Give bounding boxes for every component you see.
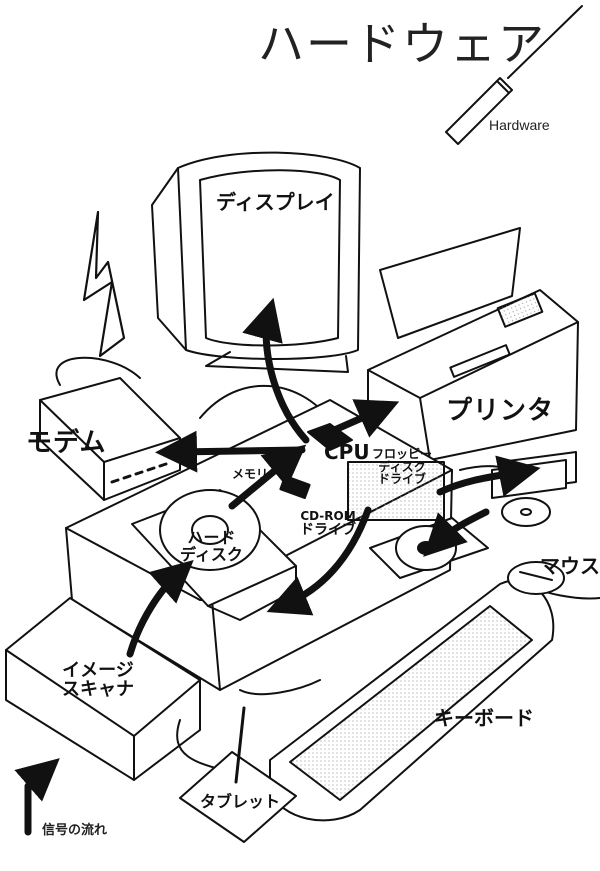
scanner-label-line2: スキャナ <box>62 678 134 700</box>
page-title: ハードウェア <box>258 17 546 71</box>
scanner-label: イメージ スキャナ <box>62 660 134 700</box>
floppy-label-line2: ディスク <box>378 459 426 474</box>
printer-label: プリンタ <box>446 396 555 426</box>
page-subtitle: Hardware <box>489 117 550 133</box>
memory-label: メモリ <box>232 467 269 481</box>
mouse <box>507 561 565 595</box>
tablet <box>179 706 297 843</box>
scanner-label-line1: イメージ <box>62 660 134 681</box>
cdrom-drive-label: CD-ROM ドライブ <box>300 510 356 537</box>
legend-label: 信号の流れ <box>42 823 108 838</box>
floppy-label-line1: フロッピー <box>372 447 433 461</box>
keyboard <box>269 579 555 822</box>
legend-arrow-icon <box>14 758 60 836</box>
mouse-label: マウス <box>540 554 600 578</box>
lightning-icon <box>82 210 126 358</box>
cdrom-label-line1: CD-ROM <box>300 509 356 523</box>
display-monitor <box>151 151 361 373</box>
cd-disc <box>501 497 551 527</box>
cpu-chip <box>307 423 353 451</box>
floppy-label-line3: ドライブ <box>378 472 427 487</box>
harddisk-label-line2: ディスク <box>180 544 243 564</box>
hard-disk-label: ハード ディスク <box>180 528 243 564</box>
modem-label: モデム <box>26 428 107 458</box>
memory-module <box>279 474 311 500</box>
screwdriver-icon <box>445 5 583 145</box>
cpu-label: CPU <box>324 440 370 464</box>
cdrom-label-line2: ドライブ <box>300 521 356 538</box>
floppy-drive-label: フロッピー ディスク ドライブ <box>372 448 432 486</box>
keyboard-label: キーボード <box>434 706 534 730</box>
tablet-label: タブレット <box>200 792 281 811</box>
display-label: ディスプレイ <box>216 190 335 214</box>
harddisk-label-line1: ハード <box>187 528 236 547</box>
cdrom-drive <box>369 517 489 579</box>
image-scanner <box>5 597 201 781</box>
